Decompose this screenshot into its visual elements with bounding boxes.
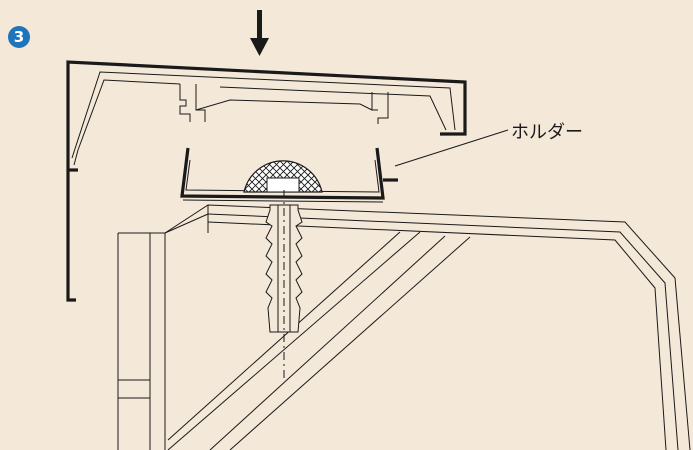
step-number-badge: 3 <box>8 26 30 48</box>
cover-profile <box>66 60 467 302</box>
holder-label: ホルダー <box>511 122 583 143</box>
anchor-screw <box>265 190 303 380</box>
wall-frame <box>117 204 691 450</box>
down-arrow-icon <box>250 10 269 56</box>
gasket <box>243 160 323 193</box>
holder-leader-line <box>394 129 509 167</box>
